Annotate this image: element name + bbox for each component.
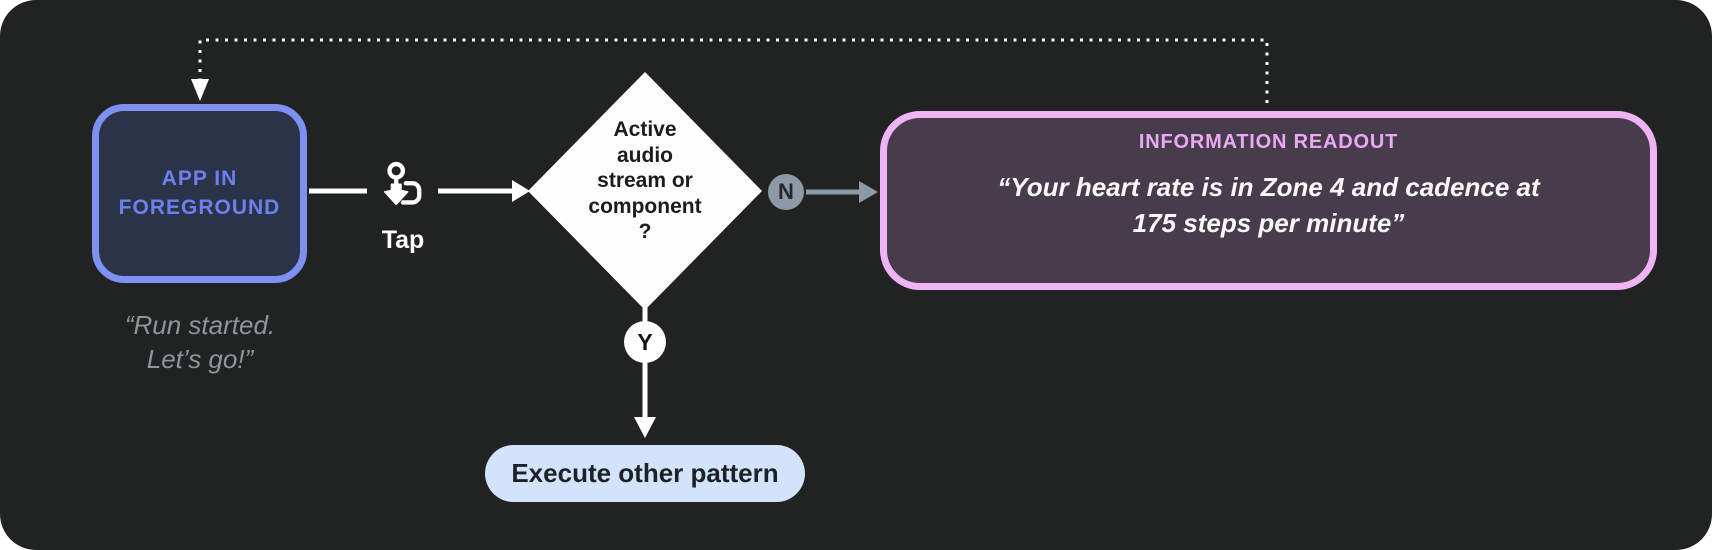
tap-gesture-icon [383,161,422,206]
information-readout-node: INFORMATION READOUT “Your heart rate is … [880,111,1657,290]
information-readout-quote: “Your heart rate is in Zone 4 and cadenc… [997,172,1540,239]
run-started-quote: “Run started. Let’s go!” [124,310,276,375]
tap-label: Tap [381,226,425,254]
execute-other-pattern-node: Execute other pattern [485,445,805,502]
no-branch-badge: N [768,174,804,210]
app-in-foreground-node: APP IN FOREGROUND [92,104,307,283]
app-in-foreground-label: APP IN FOREGROUND [118,167,281,219]
decision-node-label: Active audio stream or component ? [588,118,702,244]
yes-branch-badge: Y [624,321,666,363]
information-readout-title: INFORMATION READOUT [1138,131,1399,153]
